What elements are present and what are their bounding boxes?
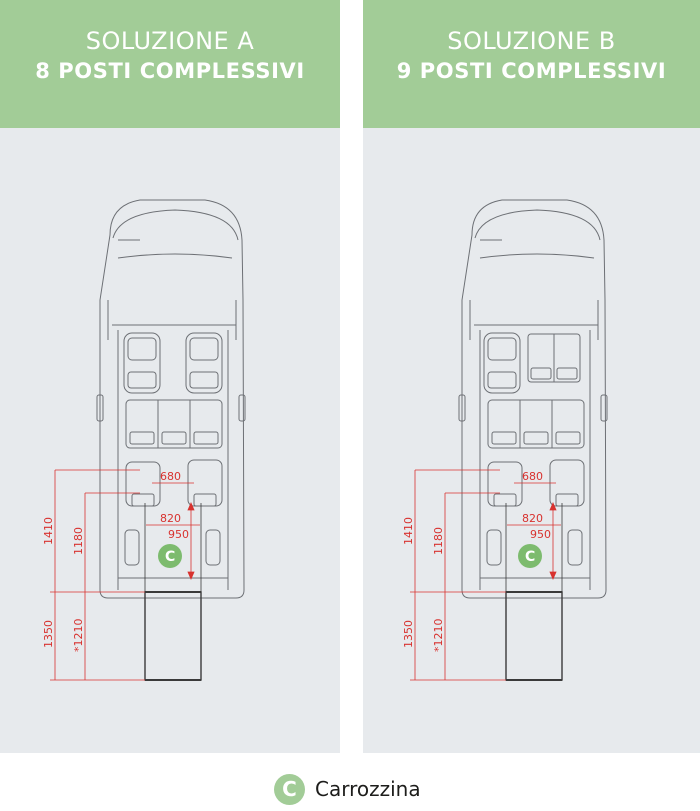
seat-rear-left	[125, 461, 161, 507]
dim-ramp-length-alt: *1210	[72, 619, 85, 653]
panel-title: SOLUZIONE A	[85, 27, 255, 55]
dim-seat-gap: 680	[522, 470, 543, 483]
legend-label: Carrozzina	[315, 777, 421, 801]
van-floorplan-b-drawing: 680 820 950 1410 1180 1350 *1210 C	[402, 199, 608, 681]
panel-title: SOLUZIONE B	[447, 27, 616, 55]
dim-interior-to-seat: 1180	[432, 527, 445, 555]
dim-floor-width: 820	[522, 512, 543, 525]
bench-three-seats	[125, 399, 223, 449]
dim-ramp-length-alt: *1210	[432, 619, 445, 653]
van-body-outline	[99, 199, 245, 599]
panel-header: SOLUZIONE B 9 POSTI COMPLESSIVI	[363, 0, 700, 128]
wheelchair-legend-icon: C	[274, 773, 305, 805]
wheelchair-badge	[158, 544, 182, 568]
dim-seat-gap: 680	[160, 470, 181, 483]
seat-driver	[483, 332, 521, 394]
seat-front-passenger	[185, 332, 223, 394]
wheelchair-badge	[518, 544, 542, 568]
dim-floor-width-alt: 950	[530, 528, 551, 541]
dim-floor-width-alt: 950	[168, 528, 189, 541]
van-floorplan-a: 680 820 950 1410 1180 1350 *1210 C	[42, 199, 246, 681]
dim-interior-to-seat: 1180	[72, 527, 85, 555]
dim-interior-total: 1410	[402, 517, 415, 545]
seat-driver	[123, 332, 161, 394]
bench-front-two-seats	[527, 333, 581, 383]
seat-rear-left	[487, 461, 523, 507]
wheelchair-badge-label: C	[165, 549, 175, 565]
legend: C Carrozzina	[274, 773, 421, 805]
wheelchair-badge-label: C	[525, 549, 535, 565]
ramp	[505, 591, 563, 681]
dim-ramp-length: 1350	[402, 620, 415, 648]
dim-floor-width: 820	[160, 512, 181, 525]
ramp	[144, 591, 202, 681]
dim-interior-total: 1410	[42, 517, 55, 545]
bench-three-seats	[487, 399, 585, 449]
dim-ramp-length: 1350	[42, 620, 55, 648]
panel-header: SOLUZIONE A 8 POSTI COMPLESSIVI	[0, 0, 340, 128]
panel-subtitle: 8 POSTI COMPLESSIVI	[35, 59, 305, 83]
panel-solution-a: SOLUZIONE A 8 POSTI COMPLESSIVI	[0, 0, 340, 753]
panel-subtitle: 9 POSTI COMPLESSIVI	[396, 59, 667, 83]
